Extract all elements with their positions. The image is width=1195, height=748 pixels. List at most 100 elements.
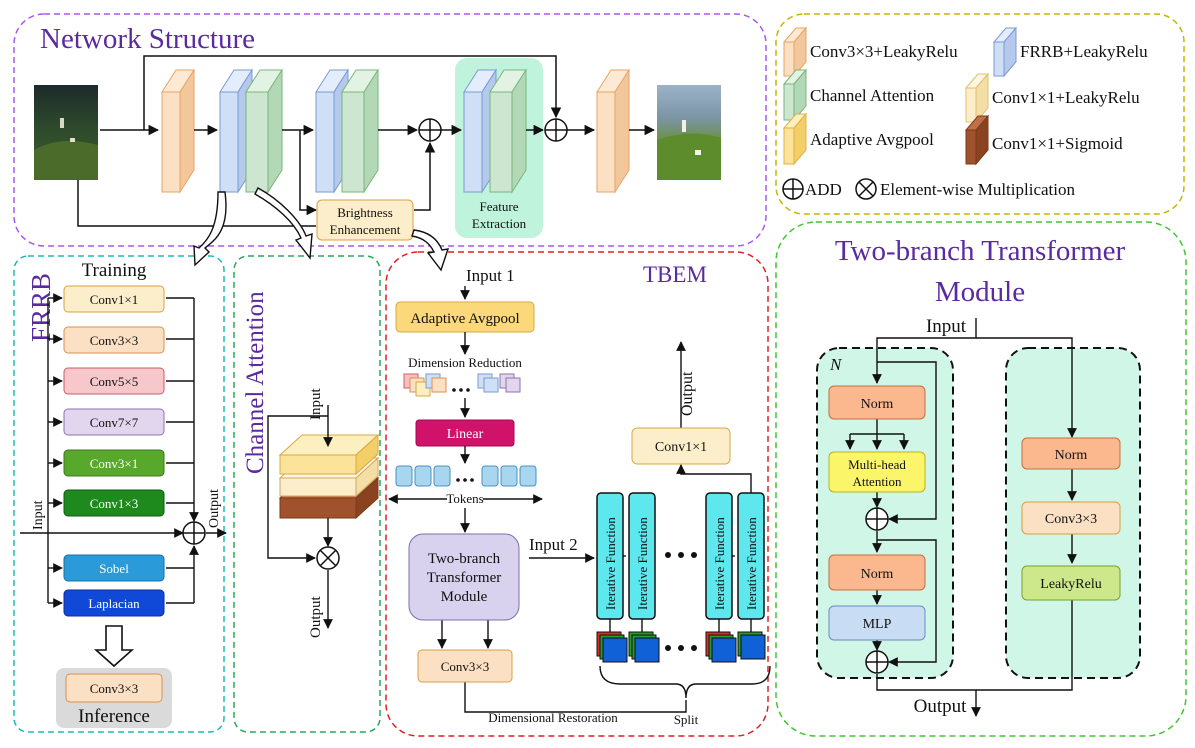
tbtm-mlp-label: MLP (863, 617, 892, 632)
brightness-label-1: Brightness (337, 205, 393, 220)
tbem-input1-label: Input 1 (466, 266, 515, 285)
tbtm-norm3-label: Norm (1055, 448, 1088, 463)
conv3-leaky-block-1 (161, 68, 195, 194)
tbem-stack-squares (596, 631, 766, 663)
tbem-conv1x1-label: Conv1×1 (655, 440, 707, 455)
tbem-feature-squares (403, 373, 521, 397)
frrb-conv1x1-label: Conv1×1 (90, 292, 139, 307)
tbtm-leaky-box (1021, 565, 1121, 601)
frrb-sobel-box (63, 554, 165, 582)
tbem-split-label: Split (674, 712, 699, 727)
legend-sigmoid-icon (964, 114, 990, 166)
legend-add-label: ADD (805, 180, 842, 199)
iterative-dots (665, 552, 697, 558)
tbem-token-squares (395, 465, 537, 487)
network-title: Network Structure (40, 23, 255, 55)
legend-avgpool-icon (782, 112, 808, 166)
frrb-input-label: Input (31, 500, 46, 530)
tbtm-mlp-box (828, 605, 926, 641)
legend-conv1-leaky-label: Conv1×1+LeakyRelu (992, 88, 1140, 107)
legend-conv1-leaky-icon (964, 72, 990, 124)
frrb-conv7x7-label: Conv7×7 (90, 415, 139, 430)
tbtm-title-1: Two-branch Transformer (835, 235, 1126, 267)
frrb-output-label: Output (207, 489, 222, 528)
frrb-conv5x5-label: Conv5×5 (90, 374, 139, 389)
split-brace (599, 665, 771, 699)
tbem-tbtm-label-3: Module (441, 589, 488, 605)
legend-ca-label: Channel Attention (810, 86, 935, 105)
feature-extraction-label-1: Feature (480, 199, 519, 214)
tbtm-add-circle-2 (865, 650, 889, 674)
tbtm-input-label: Input (926, 316, 967, 337)
ca-lines (267, 405, 333, 629)
ca-output-label: Output (308, 596, 324, 639)
tbem-tbtm-box (408, 533, 520, 621)
ca-block-1 (245, 68, 283, 194)
frrb-panel (13, 255, 225, 733)
tbtm-mha-label-2: Attention (852, 474, 902, 489)
tbem-output-label: Output (679, 371, 696, 416)
legend-mult-label: Element-wise Multiplication (880, 180, 1075, 199)
legend-sigmoid-label: Conv1×1+Sigmoid (992, 134, 1123, 153)
input-image (34, 85, 98, 180)
iterative-label-3: Iterative Function (712, 517, 727, 610)
frrb-conv3x3-box (63, 326, 165, 354)
conv3-leaky-block-2 (596, 68, 630, 194)
frrb-add-circle (182, 521, 206, 545)
frrb-title: FRRB (26, 273, 56, 342)
frrb-training-label: Training (82, 260, 147, 281)
add-circle-1 (418, 118, 442, 142)
tbem-tbtm-label-2: Transformer (427, 570, 501, 586)
tbem-conv3x3-label: Conv3×3 (441, 659, 490, 674)
network-structure-panel (13, 13, 767, 247)
tbtm-conv3x3-label: Conv3×3 (1045, 512, 1097, 527)
tbem-tokens-label: Tokens (446, 491, 483, 506)
tbem-linear-label: Linear (447, 427, 484, 442)
network-arrows (77, 55, 656, 227)
frrb-lines (20, 293, 227, 608)
inference-conv-label: Conv3×3 (90, 681, 139, 696)
tbem-tbtm-label-1: Two-branch (428, 551, 501, 567)
tbem-dim-reduction-label: Dimension Reduction (408, 355, 522, 370)
legend-mult-icon (855, 178, 877, 200)
tbtm-norm2-label: Norm (861, 567, 894, 582)
channel-attention-panel (233, 255, 381, 733)
frrb-conv7x7-box (63, 408, 165, 436)
tbtm-norm3-box (1021, 437, 1121, 470)
tbtm-add-circle-1 (865, 507, 889, 531)
frrb-conv1x1-box (63, 285, 165, 313)
frrb-laplacian-box (63, 589, 165, 617)
legend-add-icon (782, 178, 804, 200)
tbem-conv1x1-box (631, 427, 731, 465)
inference-label: Inference (78, 706, 150, 727)
feature-extraction-label-2: Extraction (472, 216, 527, 231)
ca-block-2 (341, 68, 379, 194)
ca-input-label: Input (308, 388, 324, 420)
frrb-conv3x3-label: Conv3×3 (90, 333, 139, 348)
tbem-conv3x3-box (417, 649, 513, 683)
brightness-label-2: Enhancement (330, 222, 401, 237)
tbtm-panel (775, 221, 1187, 737)
tbtm-mha-label-1: Multi-head (848, 457, 906, 472)
legend-frrb-label: FRRB+LeakyRelu (1020, 42, 1148, 61)
frrb-sobel-label: Sobel (99, 561, 129, 576)
inference-conv-box (65, 673, 163, 703)
frrb-conv1x3-label: Conv1×3 (90, 496, 139, 511)
frrb-conv3x1-label: Conv3×1 (90, 456, 139, 471)
tbtm-leaky-label: LeakyRelu (1040, 577, 1101, 592)
stack-dots (665, 645, 697, 651)
legend-conv3-leaky-label: Conv3×3+LeakyRelu (810, 42, 958, 61)
ca-block-3 (489, 68, 527, 194)
tbem-right-lines (529, 341, 752, 632)
legend-panel (775, 13, 1185, 215)
tbtm-n-label: N (829, 355, 843, 374)
tbem-token-dots (456, 478, 474, 482)
output-image (657, 85, 721, 180)
iterative-label-1: Iterative Function (603, 517, 618, 610)
tbtm-norm2-box (828, 554, 926, 591)
frrb-conv5x5-box (63, 367, 165, 395)
tbtm-conv3x3-box (1021, 501, 1121, 535)
tbem-input2-label: Input 2 (529, 535, 578, 554)
legend-frrb-icon (992, 26, 1018, 78)
